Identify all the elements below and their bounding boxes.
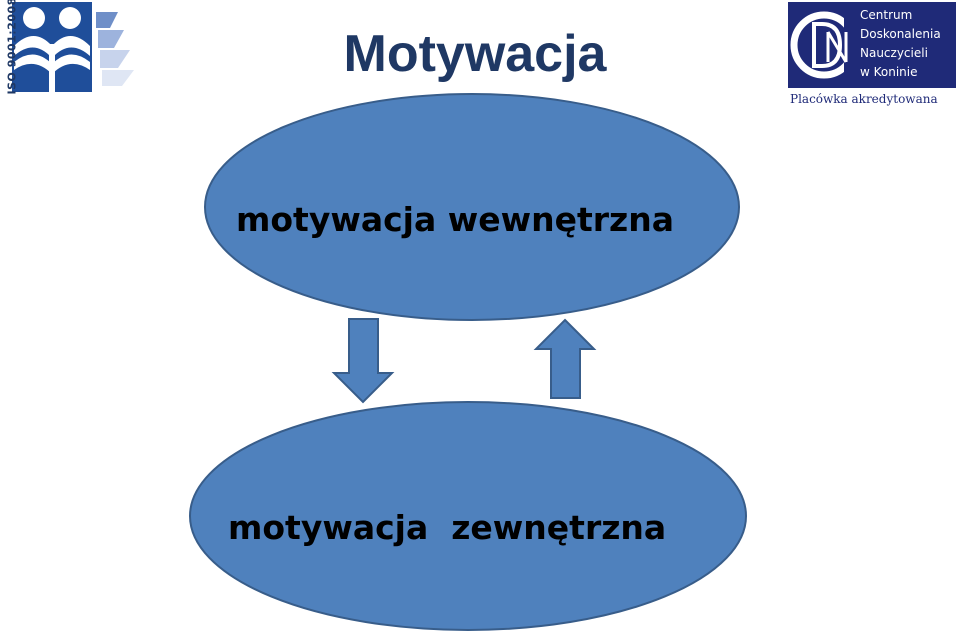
cdn-tagline: Placówka akredytowana: [790, 92, 938, 106]
page-title: Motywacja: [343, 25, 607, 83]
cdn-logo: Centrum Doskonalenia Nauczycieli w Konin…: [788, 2, 956, 88]
diagram-node-label-extrinsic: motywacja zewnętrzna: [228, 508, 667, 547]
cdn-name-line: w Koninie: [860, 65, 918, 79]
cdn-name-block: Centrum Doskonalenia Nauczycieli w Konin…: [860, 6, 956, 82]
cdn-name-line: Doskonalenia: [860, 27, 941, 41]
iso-reading-people-logo-icon: [10, 0, 134, 96]
cdn-name-line: Nauczycieli: [860, 46, 928, 60]
arrow-down-icon: [331, 318, 395, 404]
cdn-name-line: Centrum: [860, 8, 913, 22]
diagram-node-intrinsic: [204, 93, 740, 321]
iso-logo: ISO 9001:2008: [0, 0, 140, 100]
diagram-node-extrinsic: [189, 401, 747, 631]
arrow-up-icon: [533, 318, 597, 399]
diagram-node-label-intrinsic: motywacja wewnętrzna: [236, 200, 674, 239]
cdn-monogram-icon: [790, 11, 860, 79]
